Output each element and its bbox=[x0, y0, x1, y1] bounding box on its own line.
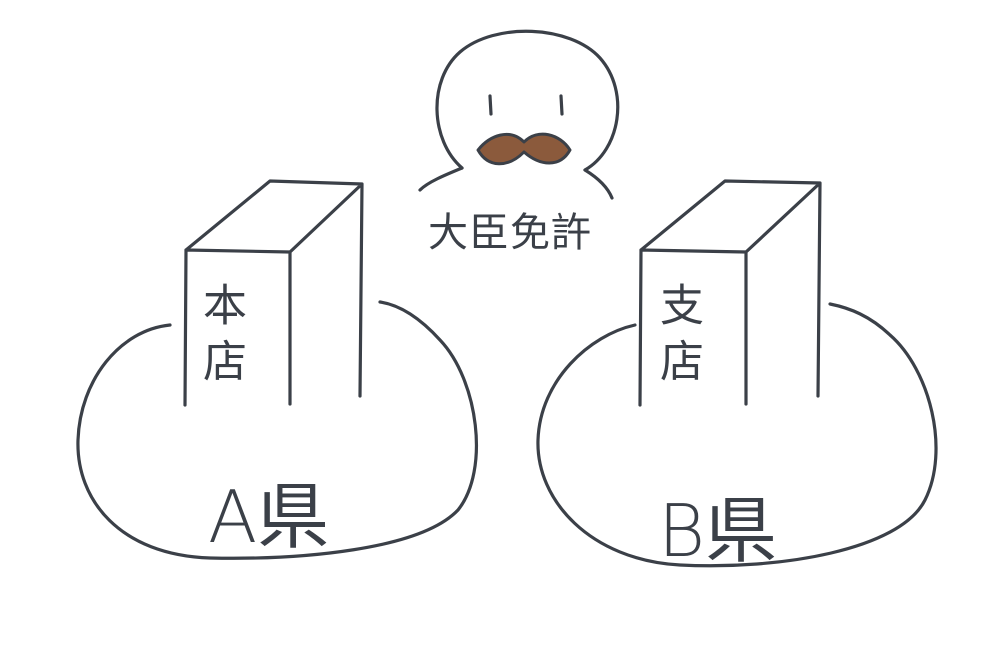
left-region bbox=[76, 179, 479, 560]
eye-left bbox=[488, 94, 493, 116]
head-office-label: 本店 bbox=[195, 282, 246, 394]
branch-office-building bbox=[638, 179, 822, 407]
shoulder-right bbox=[583, 168, 614, 200]
branch-office-label: 支店 bbox=[652, 282, 703, 394]
prefecture-b-outline bbox=[536, 302, 938, 568]
prefecture-b-label: B県 bbox=[658, 489, 778, 573]
head-outline bbox=[435, 29, 620, 172]
minister-license-label: 大臣免許 bbox=[428, 210, 592, 256]
prefecture-a-outline bbox=[76, 300, 479, 560]
right-region bbox=[536, 179, 938, 568]
mustache-icon bbox=[476, 132, 572, 166]
eye-right bbox=[559, 94, 564, 116]
shoulder-left bbox=[418, 166, 464, 192]
prefecture-a-label: A県 bbox=[208, 475, 330, 559]
minister-figure bbox=[418, 29, 620, 200]
head-office-building bbox=[183, 179, 364, 407]
